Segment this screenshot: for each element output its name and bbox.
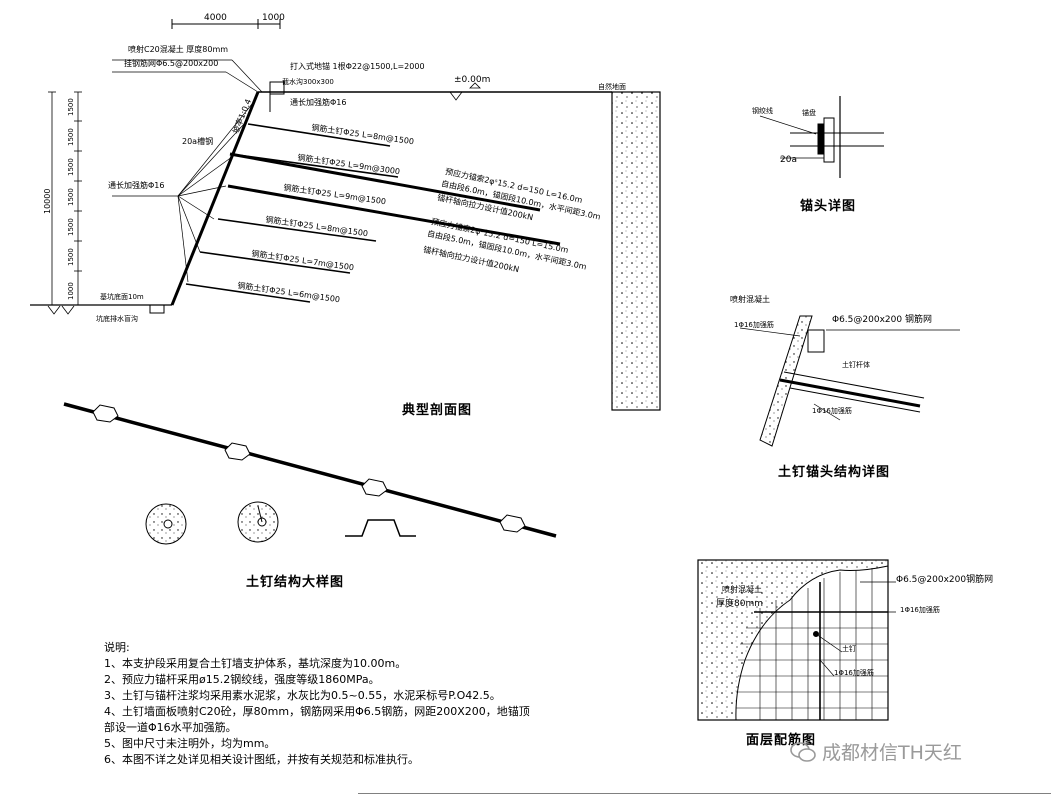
note-line-2: 2、预应力锚杆采用ø15.2钢绞线，强度等级1860MPa。 xyxy=(104,673,380,686)
notes-heading: 说明: xyxy=(104,641,130,654)
top-dimension xyxy=(171,19,281,29)
spray-label: 喷射C20混凝土 厚度80mm xyxy=(128,45,229,54)
nail-head-bar2: 1Φ16加强筋 xyxy=(812,407,852,415)
nail-head-nail: 土钉杆体 xyxy=(842,361,870,369)
wechat-icon xyxy=(790,741,816,762)
depth-1: 1500 xyxy=(67,98,75,116)
nail-head-title: 土钉锚头结构详图 xyxy=(778,465,891,480)
note-line-1: 1、本支护段采用复合土钉墙支护体系，基坑深度为10.00m。 xyxy=(104,657,407,670)
ground-label: 自然地面 xyxy=(598,83,626,91)
section-drawing xyxy=(30,59,661,411)
face-mesh: Φ6.5@200x200钢筋网 xyxy=(896,575,994,585)
pile-label: 打入式地锚 1根Φ22@1500,L=2000 xyxy=(290,62,425,71)
depth-total: 10000 xyxy=(43,188,52,214)
depth-4: 1500 xyxy=(67,188,75,206)
notes-block: 说明: 1、本支护段采用复合土钉墙支护体系，基坑深度为10.00m。 2、预应力… xyxy=(104,640,530,768)
depth-3: 1500 xyxy=(67,158,75,176)
nail-detail-title: 土钉结构大样图 xyxy=(246,575,345,590)
nail-head-drawing xyxy=(739,315,960,447)
depth-2: 1500 xyxy=(67,128,75,146)
channel-small-label: 20a xyxy=(780,155,797,165)
nail-head-spray: 喷射混凝土 xyxy=(730,295,770,304)
face-bar1: 1Φ16加强筋 xyxy=(900,606,940,614)
face-nail: 土钉 xyxy=(842,645,856,653)
top-dim-2: 1000 xyxy=(262,13,285,23)
nail-head-bar1: 1Φ16加强筋 xyxy=(734,321,774,329)
note-line-4: 4、土钉墙面板喷射C20砼，厚80mm，钢筋网采用Φ6.5钢筋，网距200X20… xyxy=(104,705,530,718)
note-line-6: 5、图中尺寸未注明外，均为mm。 xyxy=(104,737,276,750)
face-spray: 喷射混凝土 xyxy=(722,585,762,594)
mesh-label: 挂钢筋网Φ6.5@200x200 xyxy=(124,59,219,68)
top-bar-label: 通长加强筋Φ16 xyxy=(290,98,347,107)
face-thick: 厚度80mm xyxy=(716,599,763,609)
note-line-5: 部设一道Φ16水平加强筋。 xyxy=(104,721,237,734)
anchor-head-drawing xyxy=(759,96,884,178)
watermark-text: 成都材信TH天红 xyxy=(822,742,962,764)
watermark: 成都材信TH天红 xyxy=(790,738,962,765)
face-bar2: 1Φ16加强筋 xyxy=(834,669,874,677)
level-label: ±0.00m xyxy=(454,75,491,85)
top-dim-1: 4000 xyxy=(204,13,227,23)
note-line-7: 6、本图不详之处详见相关设计图纸，并按有关规范和标准执行。 xyxy=(104,753,419,766)
beam-label: 截水沟300x300 xyxy=(282,78,334,86)
depth-5: 1500 xyxy=(67,218,75,236)
face-drawing xyxy=(697,559,896,721)
depth-7: 1000 xyxy=(67,282,75,300)
toe-label: 基坑底面10m xyxy=(100,293,144,301)
face-title: 面层配筋图 xyxy=(746,733,817,748)
nail-head-mesh: Φ6.5@200x200 钢筋网 xyxy=(832,315,932,325)
note-line-3: 3、土钉与锚杆注浆均采用素水泥浆，水灰比为0.5~0.55，水泥采标号P.O42… xyxy=(104,689,501,702)
nail-chain xyxy=(63,402,557,545)
channel-label: 20a槽钢 xyxy=(182,137,214,146)
drain-label: 坑底排水盲沟 xyxy=(96,315,138,323)
strand-label: 钢绞线 xyxy=(752,107,773,115)
plate-label: 锚盘 xyxy=(802,109,816,117)
section-title: 典型剖面图 xyxy=(402,403,473,418)
depth-6: 1500 xyxy=(67,248,75,266)
side-bar-label: 通长加强筋Φ16 xyxy=(108,181,165,190)
anchor-head-title: 锚头详图 xyxy=(800,199,857,214)
